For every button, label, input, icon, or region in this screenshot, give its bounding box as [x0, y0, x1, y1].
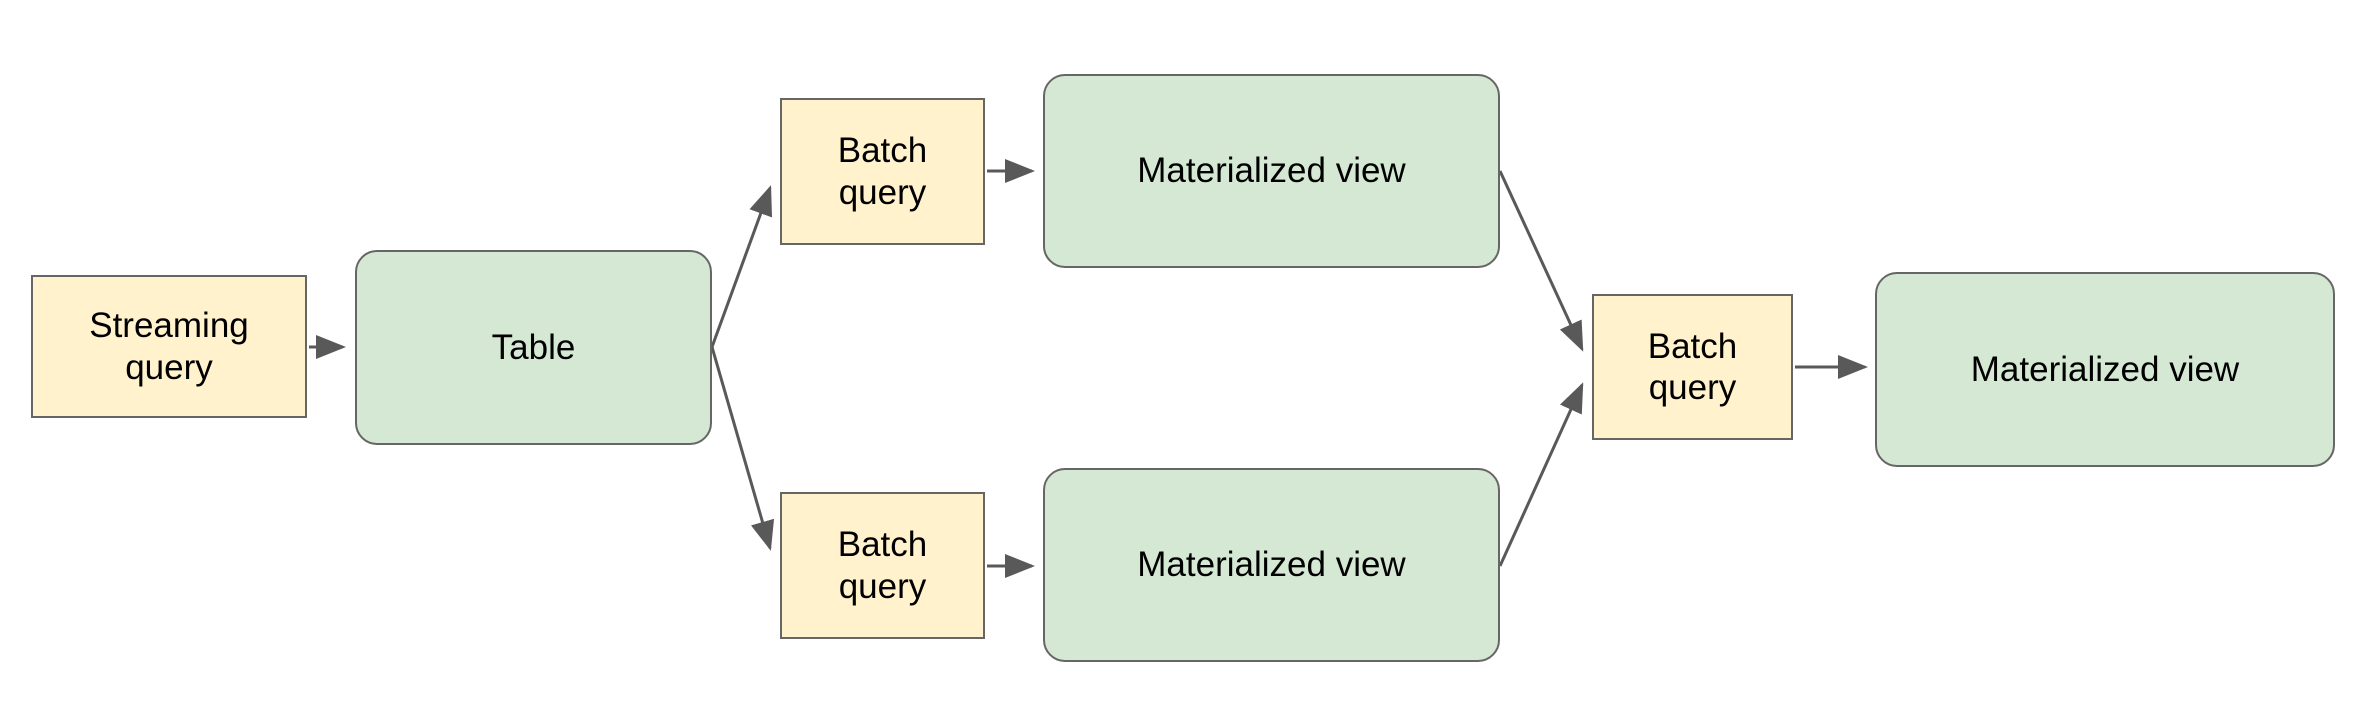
node-label-batch-query-bottom: Batch query [837, 525, 928, 606]
node-label-materialized-view-bottom: Materialized view [1137, 545, 1406, 585]
node-label-table: Table [491, 327, 576, 367]
node-batch-query-bottom[interactable]: Batch query [780, 492, 985, 639]
node-label-materialized-view-top: Materialized view [1137, 151, 1406, 191]
edge-materialized-view-bottom-to-batch-query-join [1498, 382, 1584, 567]
node-batch-query-join[interactable]: Batch query [1592, 294, 1793, 440]
node-materialized-view-top[interactable]: Materialized view [1043, 74, 1500, 268]
node-label-materialized-view-final: Materialized view [1970, 349, 2240, 389]
edge-table-to-batch-query-top [710, 185, 773, 348]
node-materialized-view-bottom[interactable]: Materialized view [1043, 468, 1500, 662]
node-materialized-view-final[interactable]: Materialized view [1875, 272, 2335, 467]
node-streaming-query[interactable]: Streaming query [31, 275, 307, 418]
node-label-batch-query-top: Batch query [837, 131, 928, 212]
node-batch-query-top[interactable]: Batch query [780, 98, 985, 245]
node-label-streaming-query: Streaming query [89, 306, 249, 387]
node-label-batch-query-join: Batch query [1647, 326, 1738, 407]
edge-materialized-view-top-to-batch-query-join [1498, 170, 1584, 352]
edge-table-to-batch-query-bottom [710, 346, 775, 551]
node-table[interactable]: Table [355, 250, 712, 445]
